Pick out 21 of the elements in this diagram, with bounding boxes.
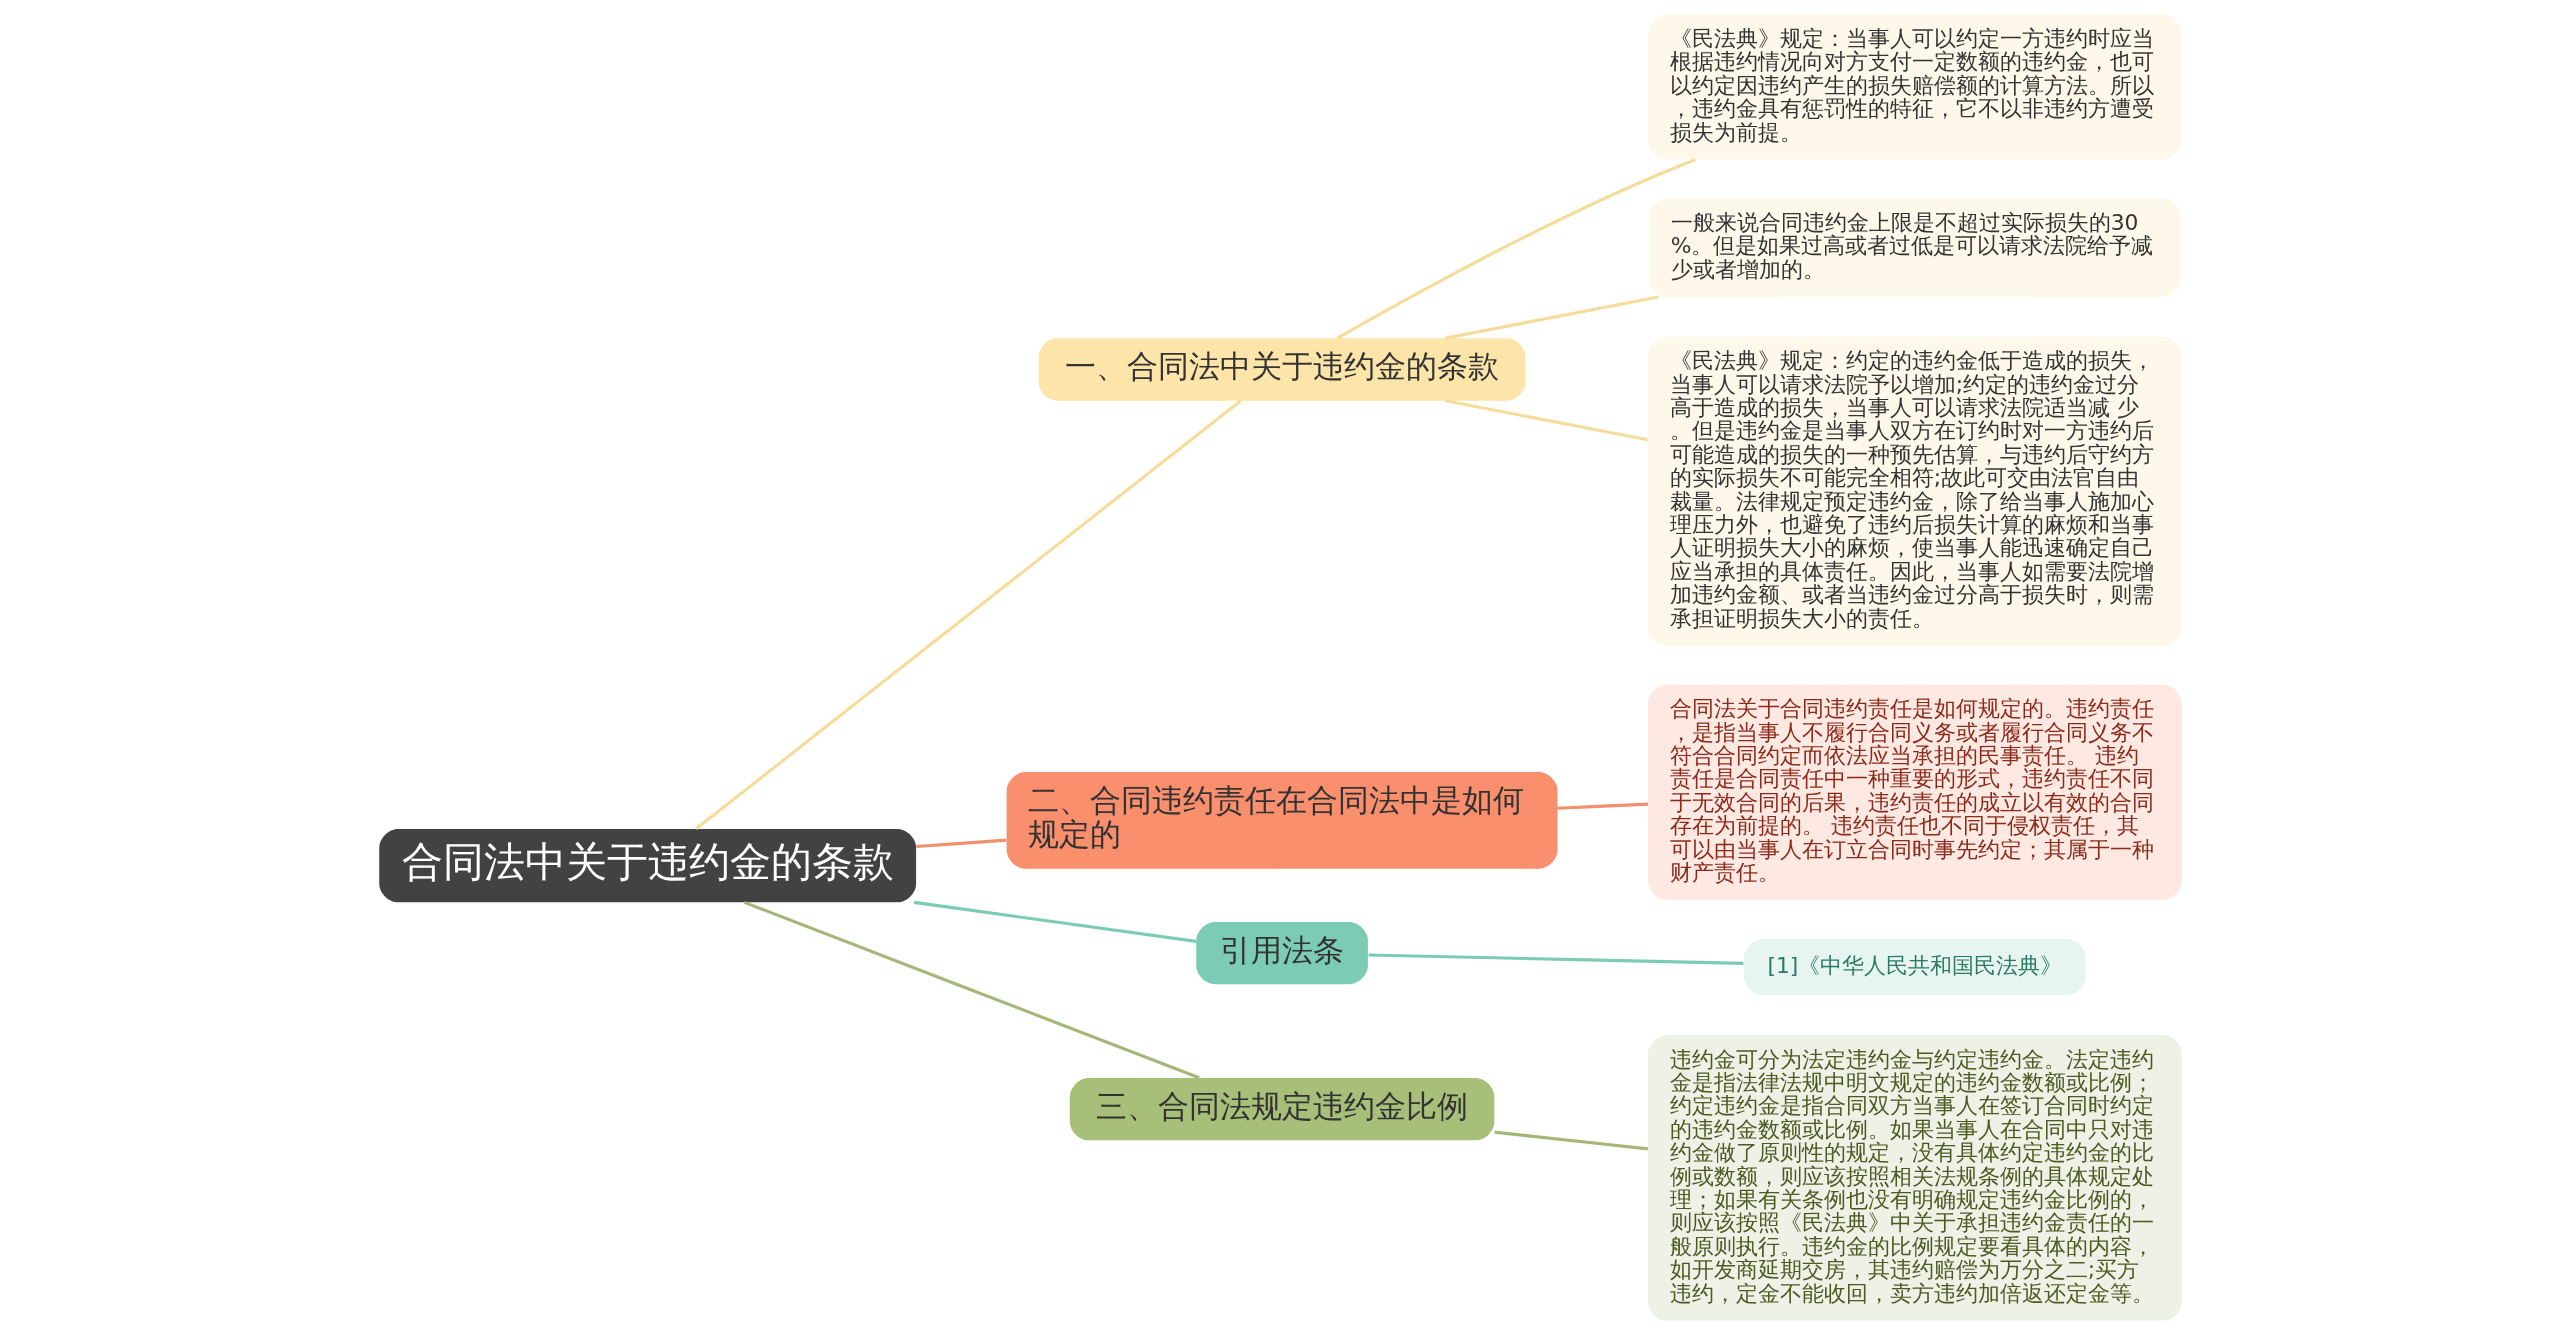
- connector: [743, 900, 1200, 1080]
- connector: [1444, 399, 1648, 442]
- node-box: 一般来说合同违约金上限是不超过实际损失的30%。但是如果过高或者过低是可以请求法院给予减少或者增加的。: [1648, 198, 2181, 297]
- node-box: 《民法典》规定：约定的违约金低于造成的损失，当事人可以请求法院予以增加;约定的违约金过分高于造成的损失，当事人可以请求法院适当减 少。但是违约金是当事人双方在订约时对一方违约后可能造成的损失的一种预先估算，与违约后守约方的实际损失不可能完全相符;故此可交由法官自由裁量。法律规定预定违约金，除了给当事人施加心理压力外，也避免了违约后损失计算的麻烦和当事人证明损失大小的麻烦，使当事人能迅速确定自己应当承担的具体责任。因此，当事人如需要法院增加违约金额、或者当违约金过分高于损失时，则需承担证明损失大小的责任。: [1647, 336, 2182, 646]
- node-box: 《民法典》规定：当事人可以约定一方违约时应当根据违约情况向对方支付一定数额的违约金，也可以约定因违约产生的损失赔偿额的计算方法。所以，违约金具有惩罚性的特征，它不以非违约方遭受损失为前提。: [1647, 14, 2182, 160]
- connector: [1556, 802, 1648, 810]
- node-box: 合同法关于合同违约责任是如何规定的。违约责任，是指当事人不履行合同义务或者履行合同义务不符合合同约定而依法应当承担的民事责任。 违约责任是合同责任中一种重要的形式，违约责任不同于无效合同的后果，违约责任的成立以有效的合同存在为前提的。 违约责任也不同于侵权责任，其可以由当事人在订立合同时事先约定；其属于一种财产责任。: [1647, 684, 2182, 901]
- node-box: [1]《中华人民共和国民法典》: [1743, 939, 2086, 996]
- node-box: 引用法条: [1195, 921, 1368, 985]
- connector: [1336, 158, 1696, 340]
- node-box: 一、合同法中关于违约金的条款: [1038, 338, 1525, 401]
- connector: [913, 900, 1196, 943]
- node-box: 违约金可分为法定违约金与约定违约金。法定违约金是指法律法规中明文规定的违约金数额或比例；约定违约金是指合同双方当事人在签订合同时约定的违约金数额或比例。如果当事人在合同中只对违约金做了原则性的规定，没有具体约定违约金的比例或数额，则应该按照相关法规条例的具体规定处理；如果有关条例也没有明确规定违约金比例的，则应该按照《民法典》中关于承担违约金责任的一般原则执行。违约金的比例规定要看具体的内容，如开发商延期交房，其违约赔偿为万分之二;买方违约，定金不能收回，卖方违约加倍返还定金等。: [1647, 1035, 2182, 1321]
- node-box: 三、合同法规定违约金比例: [1069, 1077, 1494, 1141]
- connector: [1444, 295, 1659, 340]
- connector: [915, 838, 1007, 849]
- node-box: 二、合同违约责任在合同法中是如何规定的: [1006, 772, 1557, 869]
- connector: [694, 399, 1242, 831]
- node-box: 合同法中关于违约金的条款: [378, 829, 916, 903]
- connector: [1493, 1130, 1648, 1151]
- connector: [1368, 953, 1743, 965]
